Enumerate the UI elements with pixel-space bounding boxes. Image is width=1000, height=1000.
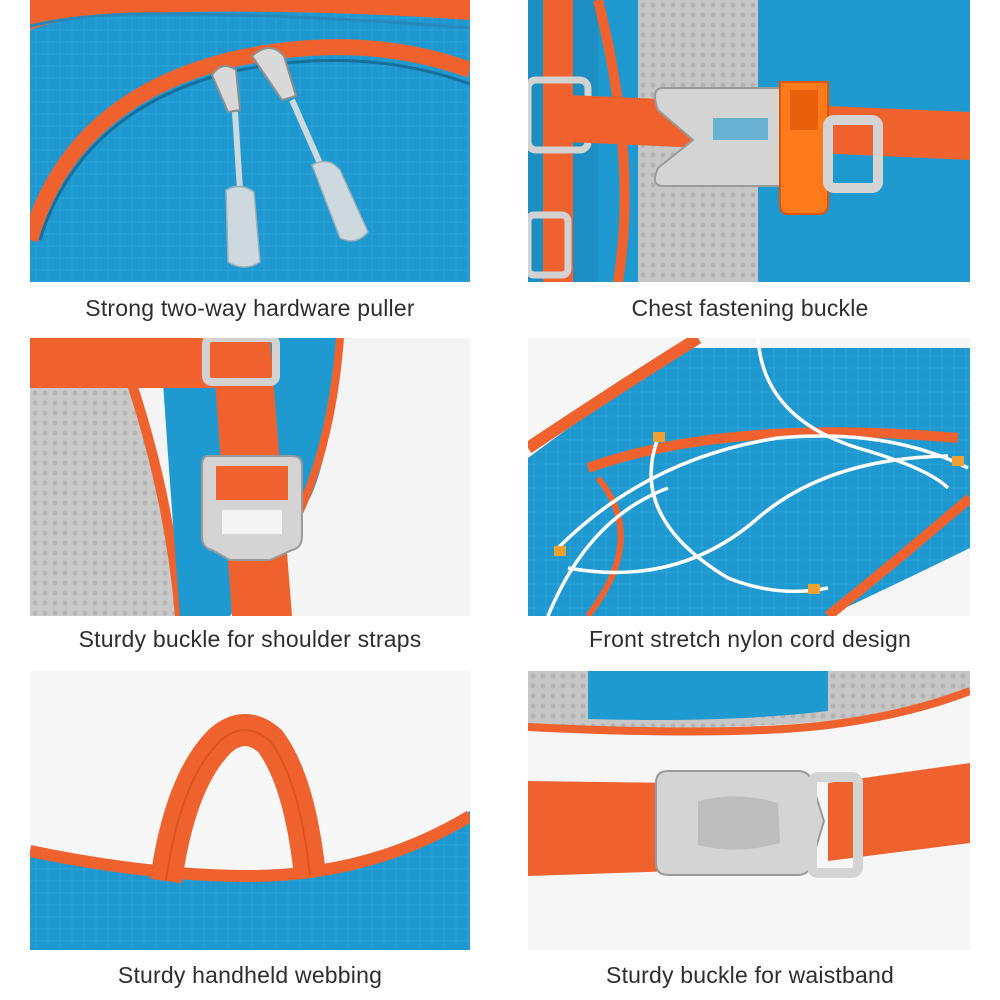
feature-caption: Chest fastening buckle <box>631 295 869 321</box>
feature-caption: Front stretch nylon cord design <box>589 626 911 652</box>
stretch-cord-illustration <box>528 338 970 616</box>
feature-caption: Sturdy buckle for shoulder straps <box>78 626 422 652</box>
handheld-webbing-illustration <box>30 671 470 950</box>
shoulder-strap-buckle-photo <box>30 338 470 616</box>
zipper-puller-illustration <box>30 0 470 282</box>
feature-caption: Strong two-way hardware puller <box>85 295 415 321</box>
stretch-cord-photo <box>528 338 970 616</box>
chest-buckle-photo <box>528 0 970 282</box>
waistband-buckle-illustration <box>528 671 970 950</box>
feature-caption: Sturdy handheld webbing <box>117 962 383 988</box>
chest-buckle-illustration <box>528 0 970 282</box>
feature-caption: Sturdy buckle for waistband <box>606 962 894 988</box>
handheld-webbing-photo <box>30 671 470 950</box>
waistband-buckle-photo <box>528 671 970 950</box>
shoulder-strap-buckle-illustration <box>30 338 470 616</box>
zipper-puller-photo <box>30 0 470 282</box>
